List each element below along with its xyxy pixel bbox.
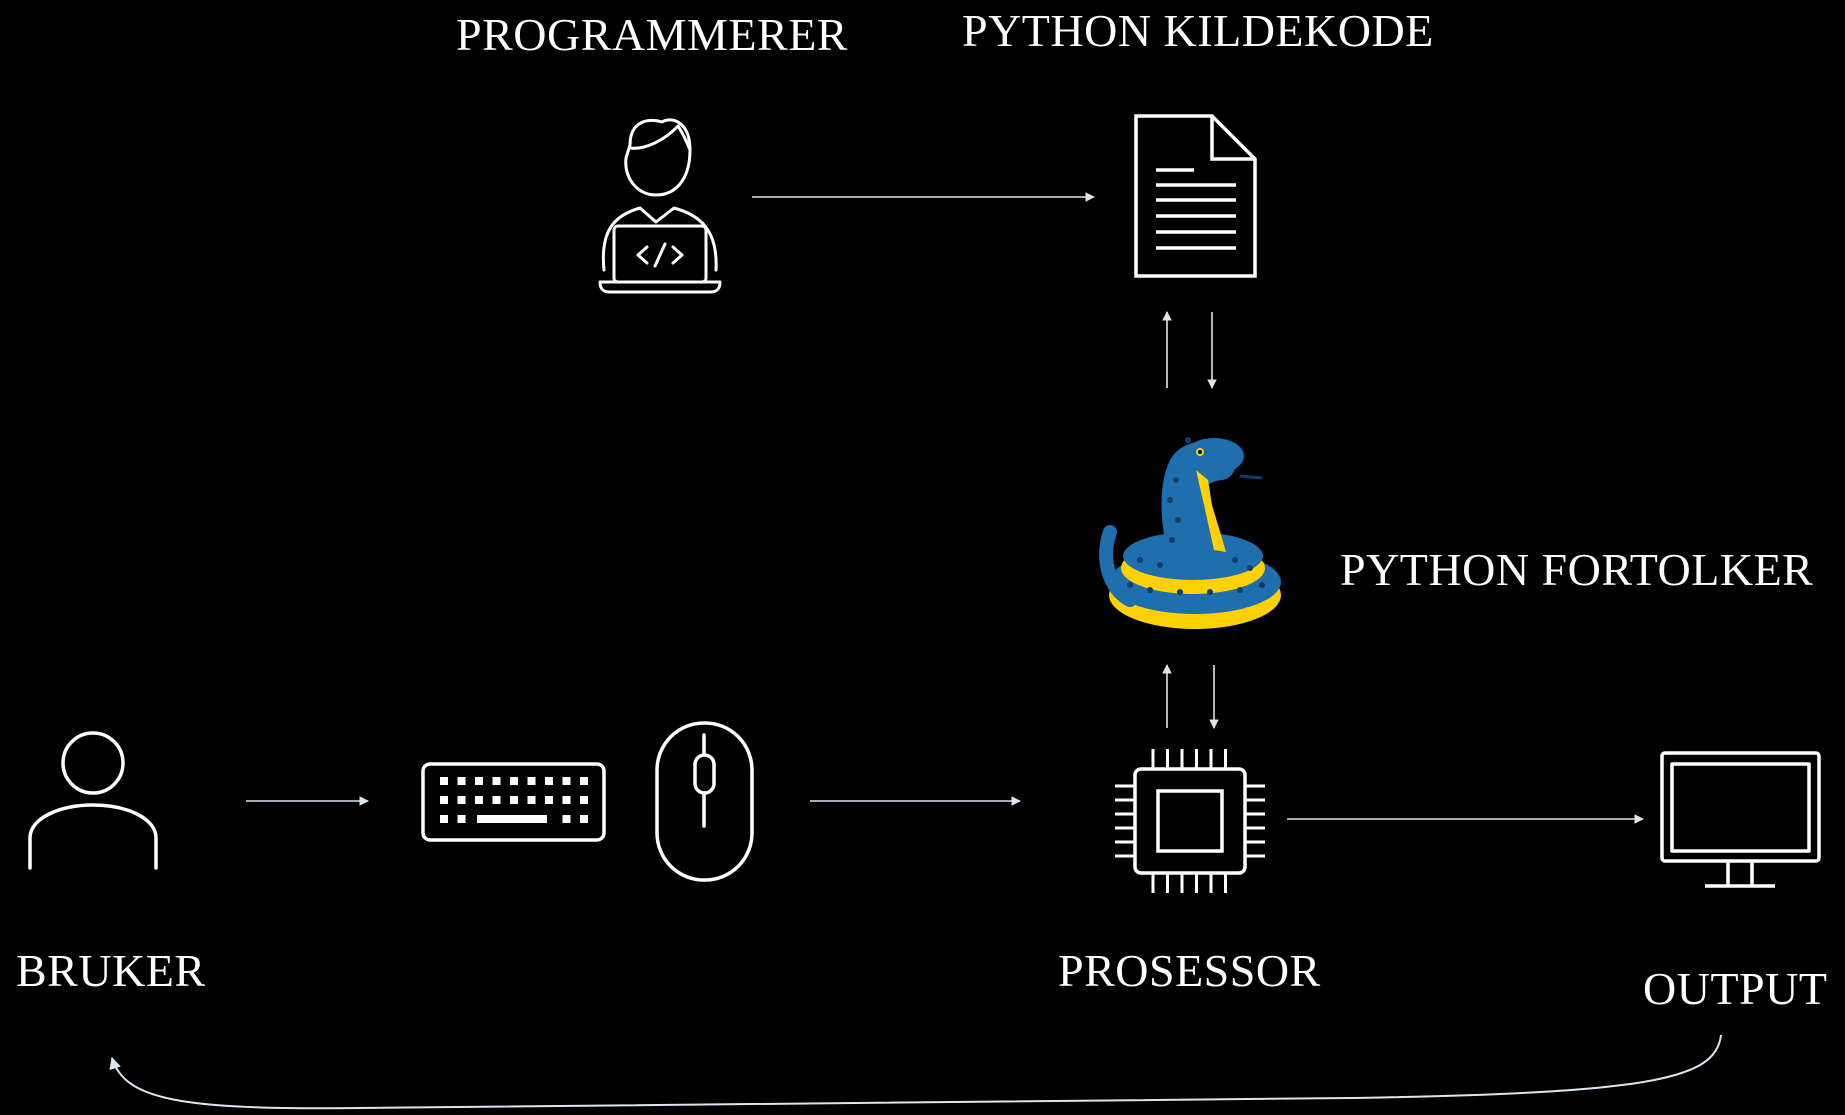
cpu-chip-icon [1115, 749, 1265, 893]
user-icon [28, 731, 158, 870]
programmer-laptop-icon [598, 118, 722, 294]
output-label: OUTPUT [1643, 963, 1828, 1014]
document-icon [1134, 114, 1257, 278]
keyboard-icon [421, 762, 606, 842]
mouse-icon [655, 721, 754, 882]
arrow-output-to-user [109, 1034, 1722, 1110]
source-code-label: PYTHON KILDEKODE [962, 5, 1434, 56]
python-snake-icon [1099, 437, 1281, 629]
user-label: BRUKER [16, 945, 206, 996]
interpreter-label: PYTHON FORTOLKER [1340, 544, 1814, 595]
processor-label: PROSESSOR [1058, 945, 1321, 996]
programmer-label: PROGRAMMERER [456, 9, 848, 60]
monitor-icon [1660, 751, 1821, 888]
